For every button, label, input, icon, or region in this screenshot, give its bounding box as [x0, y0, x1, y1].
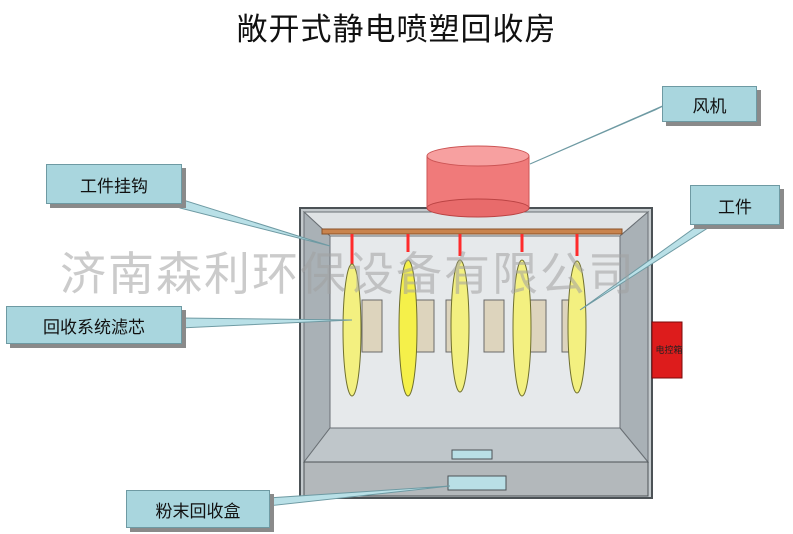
workpiece — [450, 259, 470, 393]
fan-top — [426, 145, 530, 167]
hanging-rail — [321, 228, 623, 235]
hook-callout: 工件挂钩 — [46, 164, 182, 204]
fan-pointer — [529, 103, 668, 165]
workpiece — [567, 260, 587, 394]
workpieces — [342, 234, 587, 397]
control-box — [651, 321, 683, 379]
floor-slot — [451, 449, 493, 460]
fan — [426, 145, 530, 218]
control-box-label: 电控箱 — [655, 346, 683, 356]
workpiece — [342, 263, 362, 397]
powder-box-callout: 粉末回收盒 — [126, 490, 270, 528]
workpiece-callout: 工件 — [690, 185, 780, 225]
callout-pointers — [179, 103, 716, 507]
filter-cartridge — [361, 299, 383, 353]
workpiece — [398, 259, 418, 397]
fan-bottom — [426, 198, 530, 218]
watermark: 济南森利环保设备有限公司 — [60, 247, 636, 301]
page-title: 敞开式静电喷塑回收房 — [236, 12, 557, 48]
filter-callout: 回收系统滤芯 — [6, 306, 182, 344]
fan-callout: 风机 — [662, 86, 757, 122]
workpiece — [512, 259, 532, 397]
filter-cartridge — [483, 299, 505, 353]
powder-box-drawer — [447, 475, 507, 491]
